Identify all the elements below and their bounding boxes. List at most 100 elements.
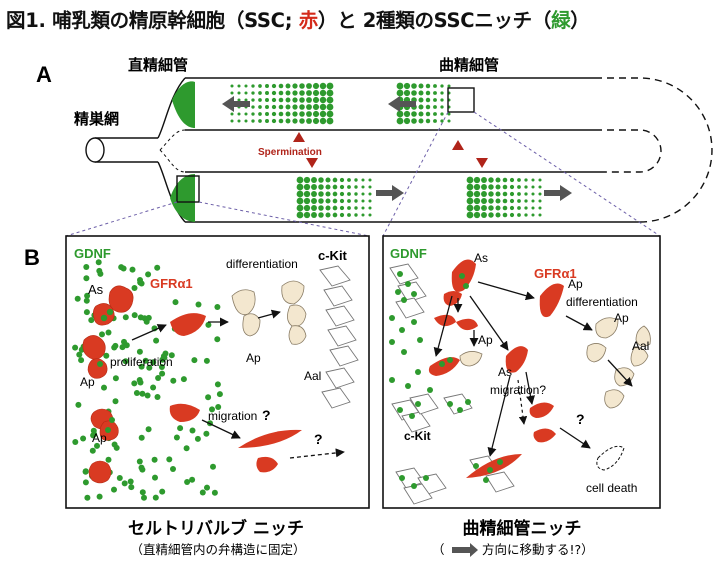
- convoluted-niche-box: [382, 235, 661, 509]
- gdnf-dot: [111, 486, 117, 493]
- gdnf-dot: [112, 342, 119, 349]
- left-proliferation-label: proliferation: [110, 355, 173, 369]
- gdnf-dot: [318, 212, 324, 218]
- gdnf-dot: [332, 198, 338, 204]
- gdnf-dot: [299, 97, 305, 103]
- sertoli-valve-lower: [170, 174, 195, 222]
- gdnf-dot: [326, 117, 334, 125]
- gdnf-dot: [168, 352, 175, 359]
- gdnf-dot: [418, 104, 424, 110]
- gdnf-dot: [425, 111, 431, 117]
- gdnf-dot: [418, 90, 424, 96]
- title-part-2: ）と 2種類のSSCニッチ（: [317, 9, 552, 32]
- gdnf-dot: [326, 110, 334, 118]
- gdnf-dot: [84, 292, 91, 299]
- gdnf-dot: [433, 91, 437, 95]
- right-as-label-1: As: [474, 251, 488, 265]
- gdnf-dot: [299, 90, 305, 96]
- gdnf-dot: [265, 105, 269, 109]
- gdnf-dot: [82, 468, 89, 475]
- gdnf-dot: [121, 338, 127, 345]
- gdnf-dot: [244, 98, 248, 102]
- gdnf-dot: [332, 205, 338, 211]
- gdnf-dot: [154, 264, 161, 271]
- gdnf-dot: [466, 190, 474, 198]
- gdnf-dot: [495, 212, 501, 218]
- gdnf-dot: [195, 301, 202, 308]
- gdnf-dot: [278, 118, 284, 124]
- gdnf-dot: [237, 119, 241, 123]
- gdnf-dot: [524, 178, 528, 182]
- gdnf-dot: [127, 478, 134, 485]
- gdnf-dot: [325, 184, 331, 190]
- gdnf-dot: [210, 463, 216, 470]
- gdnf-dot: [271, 90, 277, 96]
- gdnf-dot: [303, 204, 311, 212]
- gdnf-dot: [194, 435, 201, 442]
- gdnf-dot: [396, 117, 404, 125]
- gdnf-dot: [94, 442, 100, 449]
- gdnf-dot: [105, 456, 112, 463]
- gdnf-dot: [481, 198, 487, 204]
- left-as-cells: [82, 285, 134, 484]
- gdnf-dot: [332, 177, 338, 183]
- gdnf-dot: [524, 192, 528, 196]
- gdnf-dot: [153, 337, 160, 344]
- gdnf-dot: [162, 350, 169, 357]
- flow-arrow-left-1: [222, 96, 250, 112]
- gdnf-dot: [418, 111, 424, 117]
- gdnf-dot: [517, 178, 521, 182]
- gdnf-dot: [319, 89, 327, 97]
- gdnf-dot: [265, 98, 269, 102]
- gdnf-dot: [129, 266, 136, 273]
- gdnf-dot: [396, 89, 404, 97]
- gdnf-dot: [154, 394, 161, 400]
- gdnf-dot: [128, 484, 135, 491]
- gdnf-dot: [481, 184, 487, 190]
- gdnf-dot: [78, 357, 85, 364]
- gdnf-dot: [495, 177, 501, 183]
- upper-tubule: [185, 77, 713, 223]
- gdnf-dot: [495, 205, 501, 211]
- gdnf-dot: [354, 192, 358, 196]
- gdnf-dot: [139, 390, 146, 397]
- gdnf-dot: [417, 337, 423, 343]
- gdnf-dot: [440, 105, 444, 109]
- gdnf-dot: [509, 198, 515, 204]
- gdnf-dot: [517, 206, 521, 210]
- gdnf-dot: [368, 185, 372, 189]
- gdnf-dot: [347, 192, 351, 196]
- gdnf-dot: [481, 205, 487, 211]
- gdnf-dot: [396, 82, 404, 90]
- gdnf-dot: [403, 117, 411, 125]
- inner-branch-dashes: [159, 129, 186, 173]
- gdnf-dot: [251, 112, 255, 116]
- gdnf-dot: [319, 110, 327, 118]
- gdnf-dot: [136, 377, 143, 383]
- spermination-triangle-up: [293, 132, 305, 142]
- gdnf-dot: [214, 304, 221, 310]
- gdnf-dot: [299, 118, 305, 124]
- gdnf-dot: [502, 205, 508, 211]
- right-gdnf-dots: [389, 315, 433, 393]
- gdnf-dot: [524, 206, 528, 210]
- flow-arrow-right-2: [544, 185, 572, 201]
- left-migrating-cells: [169, 403, 302, 473]
- gdnf-dot: [72, 439, 79, 445]
- gdnf-dot: [440, 98, 444, 102]
- gdnf-dot: [495, 198, 501, 204]
- gdnf-dot: [326, 103, 334, 111]
- right-ap-label-3: Ap: [478, 333, 493, 347]
- gdnf-dot: [292, 83, 298, 89]
- gdnf-dot: [411, 118, 417, 124]
- gdnf-dot: [150, 359, 157, 366]
- gdnf-dot: [312, 82, 320, 90]
- gdnf-dot: [403, 82, 411, 90]
- gdnf-dot: [473, 211, 481, 219]
- flow-arrow-right-1: [376, 185, 404, 201]
- gdnf-dot: [191, 357, 198, 364]
- gdnf-dot: [354, 178, 358, 182]
- gdnf-dot: [339, 177, 345, 183]
- gdnf-dot: [83, 297, 90, 304]
- gdnf-dot: [368, 213, 372, 217]
